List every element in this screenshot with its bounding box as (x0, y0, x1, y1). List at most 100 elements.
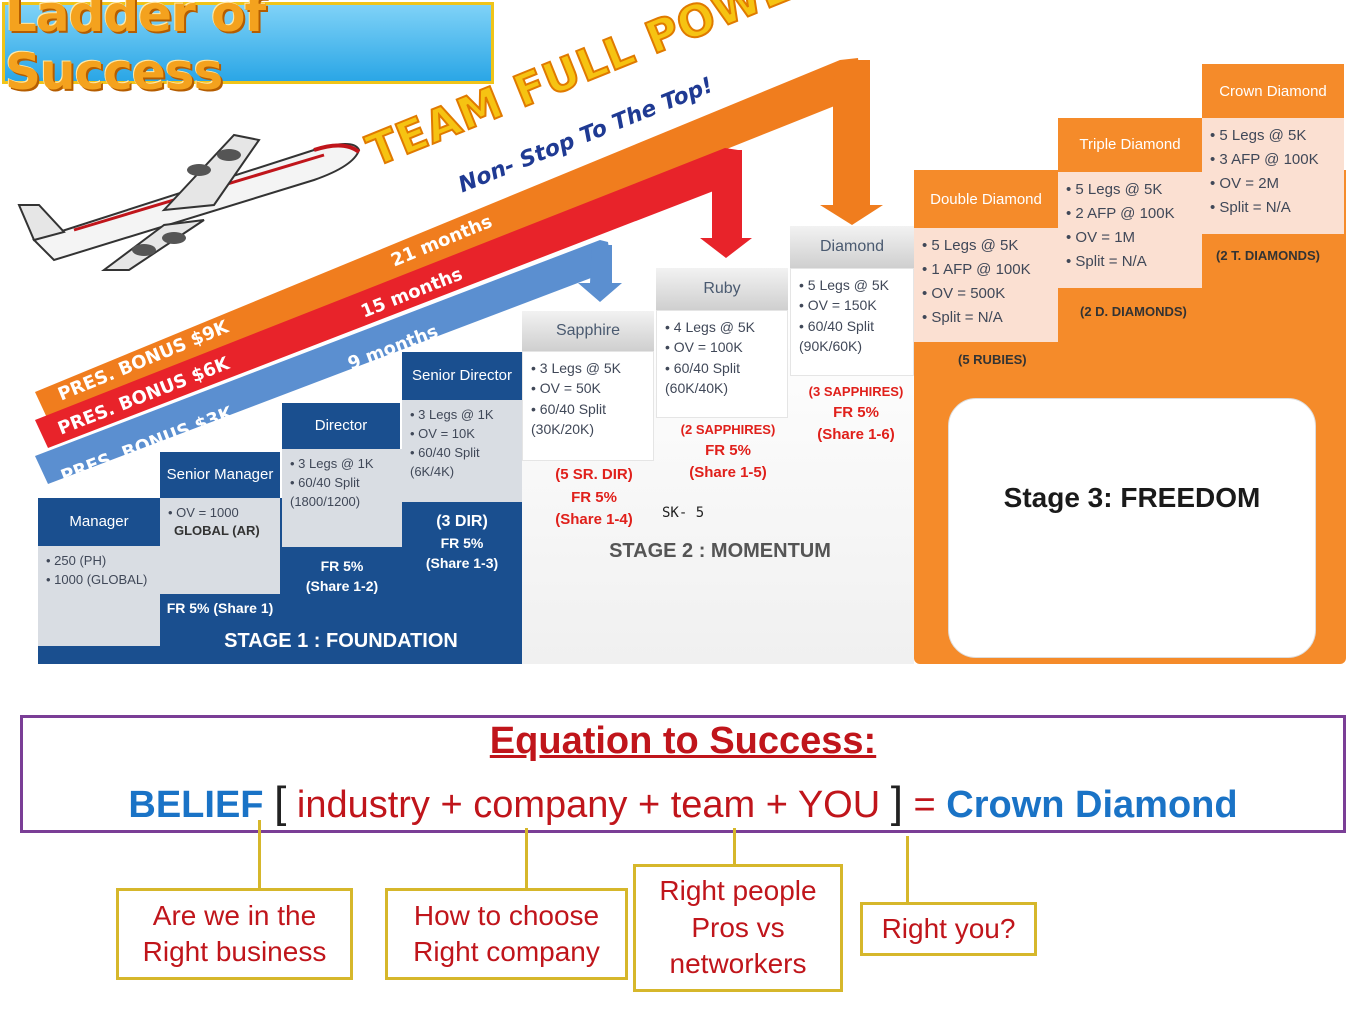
sapphire-fr-block: (5 SR. DIR) FR 5% (Share 1-4) (522, 464, 666, 532)
double-diamond-body: 5 Legs @ 5K 1 AFP @ 100K OV = 500K Split… (914, 228, 1058, 342)
double-diamond-req: (5 RUBIES) (958, 352, 1027, 367)
equation-close-bracket: ] (890, 778, 903, 827)
manager-item: 1000 (GLOBAL) (46, 571, 156, 590)
senior-director-item: 3 Legs @ 1K (410, 406, 518, 425)
equation-belief: BELIEF (128, 784, 264, 826)
stage3-label: Stage 3: FREEDOM (1003, 482, 1261, 513)
sapphire-fr: FR 5% (571, 488, 617, 506)
page-title: Ladder of Success (5, 0, 266, 101)
equation-open-bracket: [ (274, 778, 287, 827)
equation-line: BELIEF [ industry + company + team + YOU… (20, 778, 1346, 828)
ruby-item: 4 Legs @ 5K (665, 317, 783, 337)
crown-diamond-body: 5 Legs @ 5K 3 AFP @ 100K OV = 2M Split =… (1202, 118, 1344, 234)
crown-diamond-item: 5 Legs @ 5K (1210, 124, 1340, 148)
callout-right-business: Are we in the Right business (116, 888, 353, 980)
ruby-item: 60/40 Split (60K/40K) (665, 358, 783, 399)
senior-manager-note: GLOBAL (AR) (174, 522, 260, 538)
arrow-to-ruby (700, 150, 752, 258)
diamond-share: (Share 1-6) (817, 426, 895, 443)
senior-director-fr-block: (3 DIR) FR 5% (Share 1-3) (402, 510, 522, 574)
sapphire-share: (Share 1-4) (555, 511, 633, 528)
sapphire-body: 3 Legs @ 5K OV = 50K 60/40 Split (30K/20… (522, 351, 654, 461)
callout-right-people: Right people Pros vs networkers (633, 864, 843, 992)
manager-item: 250 (PH) (46, 552, 156, 571)
director-item: 60/40 Split (1800/1200) (290, 474, 398, 512)
crown-diamond-req: (2 T. DIAMONDS) (1216, 248, 1320, 263)
diamond-fr: FR 5% (833, 403, 879, 421)
crown-diamond-item: 3 AFP @ 100K (1210, 148, 1340, 172)
senior-manager-item: OV = 1000 (168, 504, 276, 523)
connector-line (525, 828, 528, 888)
senior-director-item: 60/40 Split (6K/4K) (410, 444, 518, 482)
sapphire-item: 3 Legs @ 5K (531, 358, 649, 378)
director-header: Director (282, 403, 400, 449)
ruby-share: (Share 1-5) (689, 464, 767, 481)
equation-equals: = (902, 784, 947, 826)
manager-header: Manager (38, 498, 160, 546)
director-body: 3 Legs @ 1K 60/40 Split (1800/1200) (282, 449, 402, 547)
triple-diamond-item: Split = N/A (1066, 250, 1198, 274)
senior-director-item: OV = 10K (410, 425, 518, 444)
equation-box (20, 715, 1346, 833)
diamond-item: 60/40 Split (90K/60K) (799, 316, 909, 357)
triple-diamond-body: 5 Legs @ 5K 2 AFP @ 100K OV = 1M Split =… (1058, 172, 1202, 288)
double-diamond-header: Double Diamond (914, 172, 1058, 228)
callout-right-you: Right you? (860, 902, 1037, 956)
director-item: 3 Legs @ 1K (290, 455, 398, 474)
senior-director-header: Senior Director (402, 352, 522, 400)
freedom-box: Stage 3: FREEDOM (948, 398, 1316, 658)
senior-manager-header: Senior Manager (160, 452, 280, 498)
senior-manager-body: OV = 1000 GLOBAL (AR) (160, 498, 280, 594)
diamond-body: 5 Legs @ 5K OV = 150K 60/40 Split (90K/6… (790, 268, 914, 376)
stage2-label: STAGE 2 : MOMENTUM (609, 540, 831, 562)
ruby-body: 4 Legs @ 5K OV = 100K 60/40 Split (60K/4… (656, 310, 788, 418)
sapphire-item: 60/40 Split (30K/20K) (531, 399, 649, 440)
double-diamond-item: 5 Legs @ 5K (922, 234, 1054, 258)
diamond-fr-block: (3 SAPPHIRES) FR 5% (Share 1-6) (796, 382, 916, 447)
crown-diamond-item: Split = N/A (1210, 196, 1340, 220)
crown-diamond-header: Crown Diamond (1202, 66, 1344, 118)
arrow-to-sapphire (578, 245, 622, 302)
director-fr-block: FR 5% (Share 1-2) (282, 556, 402, 597)
connector-line (258, 820, 261, 888)
triple-diamond-header: Triple Diamond (1058, 118, 1202, 172)
equation-title: Equation to Success: (489, 720, 877, 762)
double-diamond-item: 1 AFP @ 100K (922, 258, 1054, 282)
bonus-bar-3k (35, 240, 612, 484)
senior-manager-fr: FR 5% (Share 1) (166, 600, 274, 616)
manager-body: 250 (PH) 1000 (GLOBAL) (38, 546, 160, 646)
sapphire-header: Sapphire (522, 311, 654, 351)
triple-diamond-item: 2 AFP @ 100K (1066, 202, 1198, 226)
connector-line (733, 828, 736, 888)
callout-right-company: How to choose Right company (385, 888, 628, 980)
triple-diamond-item: 5 Legs @ 5K (1066, 178, 1198, 202)
crown-diamond-item: OV = 2M (1210, 172, 1340, 196)
bonus-bar-6k (35, 148, 742, 448)
stage2-code: SK- 5 (662, 505, 705, 521)
triple-diamond-item: OV = 1M (1066, 226, 1198, 250)
ruby-fr: FR 5% (705, 441, 751, 459)
diamond-item: 5 Legs @ 5K (799, 275, 909, 295)
connector-line (906, 836, 909, 902)
title-banner: Ladder of Success (2, 0, 494, 101)
equation-terms: industry + company + team + YOU (286, 784, 891, 826)
airplane-icon (17, 133, 361, 271)
arrow-to-diamond (820, 60, 883, 225)
director-share: (Share 1-2) (305, 578, 379, 595)
sapphire-item: OV = 50K (531, 378, 649, 398)
diamond-item: OV = 150K (799, 295, 909, 315)
sapphire-req: (5 SR. DIR) (555, 466, 633, 483)
double-diamond-item: OV = 500K (922, 282, 1054, 306)
ruby-fr-block: (2 SAPPHIRES) FR 5% (Share 1-5) (662, 420, 794, 485)
equation-result: Crown Diamond (946, 784, 1238, 826)
director-fr: FR 5% (320, 558, 364, 574)
triple-diamond-req: (2 D. DIAMONDS) (1080, 304, 1187, 319)
senior-director-body: 3 Legs @ 1K OV = 10K 60/40 Split (6K/4K) (402, 400, 522, 502)
diamond-header: Diamond (790, 226, 914, 268)
stage1-label: STAGE 1 : FOUNDATION (224, 630, 458, 652)
ruby-req: (2 SAPPHIRES) (680, 422, 776, 437)
senior-director-share: (Share 1-3) (425, 555, 499, 572)
diamond-req: (3 SAPPHIRES) (808, 384, 904, 399)
bonus-bar-9k (35, 58, 862, 420)
senior-director-fr: FR 5% (440, 535, 484, 552)
